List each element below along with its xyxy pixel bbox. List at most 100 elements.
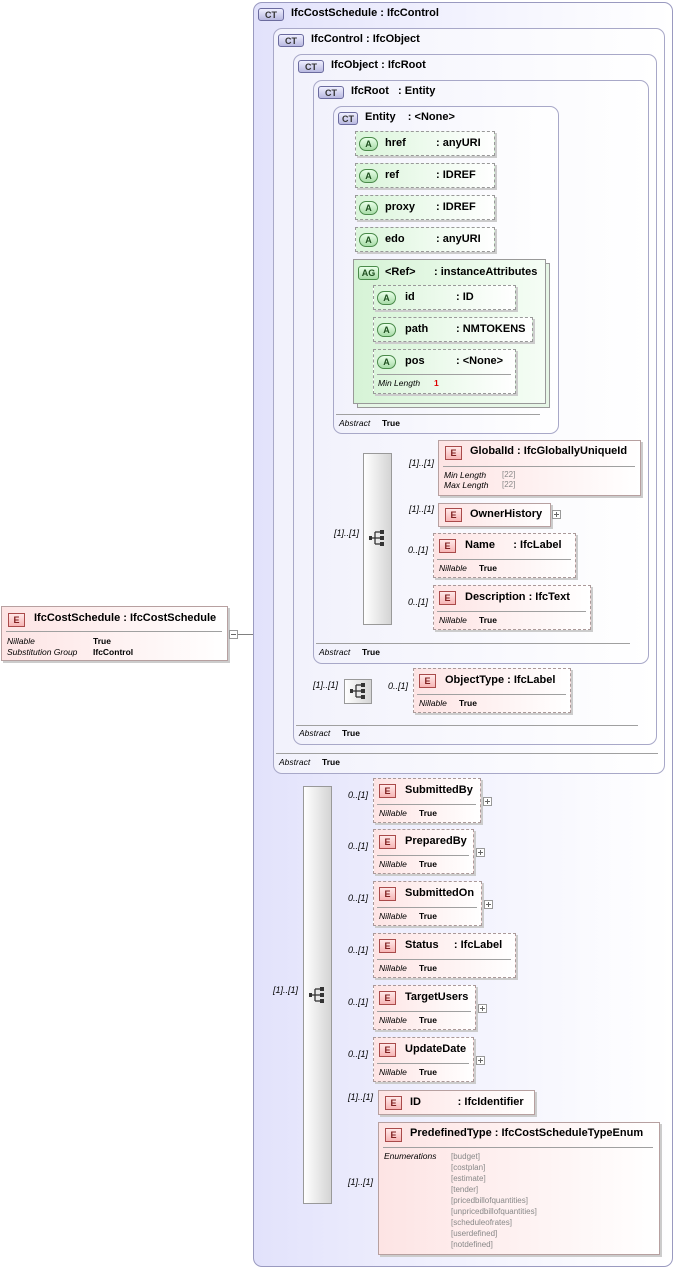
divider [377, 855, 469, 856]
complex-type-icon: CT [298, 60, 324, 73]
attribute-name: edo [385, 233, 405, 245]
prop-key: Min Length [444, 470, 487, 480]
prop-value: True [419, 1067, 437, 1077]
collapse-icon[interactable] [229, 630, 238, 639]
element-type: IfcGloballyUniqueId [523, 445, 628, 457]
divider [377, 959, 511, 960]
enum-value: [tender] [451, 1185, 479, 1194]
abstract-value: True [342, 728, 360, 738]
divider [437, 611, 586, 612]
cardinality: 0..[1] [348, 893, 369, 903]
attribute-name: href [385, 137, 406, 149]
cardinality: 0..[1] [348, 790, 369, 800]
divider [316, 643, 630, 644]
sequence-icon [309, 987, 324, 1003]
complex-type-icon: CT [318, 86, 344, 99]
connector-line [228, 634, 263, 635]
type-separator: : [456, 355, 463, 367]
prop-value: IfcControl [93, 647, 134, 657]
attribute-pos[interactable]: A pos : <None> Min Length 1 [373, 349, 516, 394]
abstract-value: True [322, 757, 340, 767]
prop-key: Nillable [439, 563, 467, 573]
element-submittedby[interactable]: E SubmittedBy Nillable True [373, 778, 481, 823]
enum-value: [notdefined] [451, 1240, 493, 1249]
element-predefinedtype[interactable]: E PredefinedType : IfcCostScheduleTypeEn… [378, 1122, 660, 1255]
element-icon: E [379, 887, 396, 901]
divider [377, 374, 511, 375]
element-globalid[interactable]: E GlobalId : IfcGloballyUniqueId Min Len… [438, 440, 641, 496]
type-base: Entity [404, 85, 436, 97]
element-ownerhistory[interactable]: E OwnerHistory [438, 503, 551, 527]
expand-icon[interactable] [484, 900, 493, 909]
element-type: IfcLabel [513, 674, 556, 686]
element-icon: E [379, 1043, 396, 1057]
abstract-label: Abstract [299, 728, 331, 738]
prop-value: [22] [502, 470, 516, 479]
attribute-type: ID [462, 291, 474, 303]
element-icon: E [445, 508, 462, 522]
abstract-label: Abstract [279, 757, 311, 767]
element-name: OwnerHistory [470, 508, 543, 520]
type-base: IfcObject [372, 33, 420, 45]
attribute-icon: A [377, 291, 396, 305]
expand-icon[interactable] [552, 510, 561, 519]
prop-value: True [419, 808, 437, 818]
element-name[interactable]: E Name : IfcLabel Nillable True [433, 533, 576, 578]
element-status[interactable]: E Status : IfcLabel Nillable True [373, 933, 516, 978]
element-targetusers[interactable]: E TargetUsers Nillable True [373, 985, 476, 1030]
divider [6, 631, 222, 632]
attribute-group-name: <Ref> [385, 266, 416, 278]
cardinality: 0..[1] [408, 597, 429, 607]
prop-key: Nillable [379, 911, 407, 921]
element-submittedon[interactable]: E SubmittedOn Nillable True [373, 881, 482, 926]
expand-icon[interactable] [483, 797, 492, 806]
element-updatedate[interactable]: E UpdateDate Nillable True [373, 1037, 474, 1082]
type-base: IfcControl [386, 7, 439, 19]
prop-value: True [419, 1015, 437, 1025]
cardinality: 0..[1] [408, 545, 429, 555]
element-objecttype[interactable]: E ObjectType : IfcLabel Nillable True [413, 668, 571, 713]
attribute-path[interactable]: A path : NMTOKENS [373, 317, 533, 342]
type-separator: : [438, 939, 461, 951]
cardinality: [1]..[1] [348, 1177, 374, 1187]
prop-value: True [419, 963, 437, 973]
attribute-ref[interactable]: A ref : IDREF [355, 163, 495, 188]
type-separator: : [436, 169, 443, 181]
divider [377, 804, 476, 805]
divider [383, 1147, 653, 1148]
element-type: IfcText [535, 591, 570, 603]
expand-icon[interactable] [476, 848, 485, 857]
attribute-href[interactable]: A href : anyURI [355, 131, 495, 156]
attribute-edo[interactable]: A edo : anyURI [355, 227, 495, 252]
cardinality: 0..[1] [348, 841, 369, 851]
enumerations-list: [budget] [costplan] [estimate] [tender] … [451, 1151, 537, 1250]
prop-key: Max Length [444, 480, 489, 490]
root-element-ifccostschedule[interactable]: E IfcCostSchedule : IfcCostSchedule Nill… [1, 606, 228, 661]
cardinality: 0..[1] [388, 681, 409, 691]
type-separator: : [120, 612, 130, 624]
divider [377, 1063, 469, 1064]
complex-type-icon: CT [278, 34, 304, 47]
attribute-id[interactable]: A id : ID [373, 285, 516, 310]
type-name: Entity [365, 111, 396, 123]
attribute-icon: A [377, 355, 396, 369]
expand-icon[interactable] [478, 1004, 487, 1013]
divider [377, 1011, 471, 1012]
element-icon: E [439, 591, 456, 605]
expand-icon[interactable] [476, 1056, 485, 1065]
attribute-proxy[interactable]: A proxy : IDREF [355, 195, 495, 220]
element-type: IfcLabel [460, 939, 503, 951]
attribute-type: <None> [462, 355, 504, 367]
prop-key: Nillable [439, 615, 467, 625]
attribute-icon: A [377, 323, 396, 337]
element-description[interactable]: E Description : IfcText Nillable True [433, 585, 591, 630]
sequence-root[interactable] [363, 453, 392, 625]
element-id[interactable]: E ID : IfcIdentifier [378, 1090, 535, 1115]
cardinality: [1]..[1] [313, 680, 339, 690]
cardinality: [1]..[1] [334, 528, 360, 538]
type-separator: : [504, 674, 514, 686]
attribute-name: proxy [385, 201, 415, 213]
prop-key: Nillable [379, 808, 407, 818]
prop-value: True [459, 698, 477, 708]
element-preparedby[interactable]: E PreparedBy Nillable True [373, 829, 474, 874]
